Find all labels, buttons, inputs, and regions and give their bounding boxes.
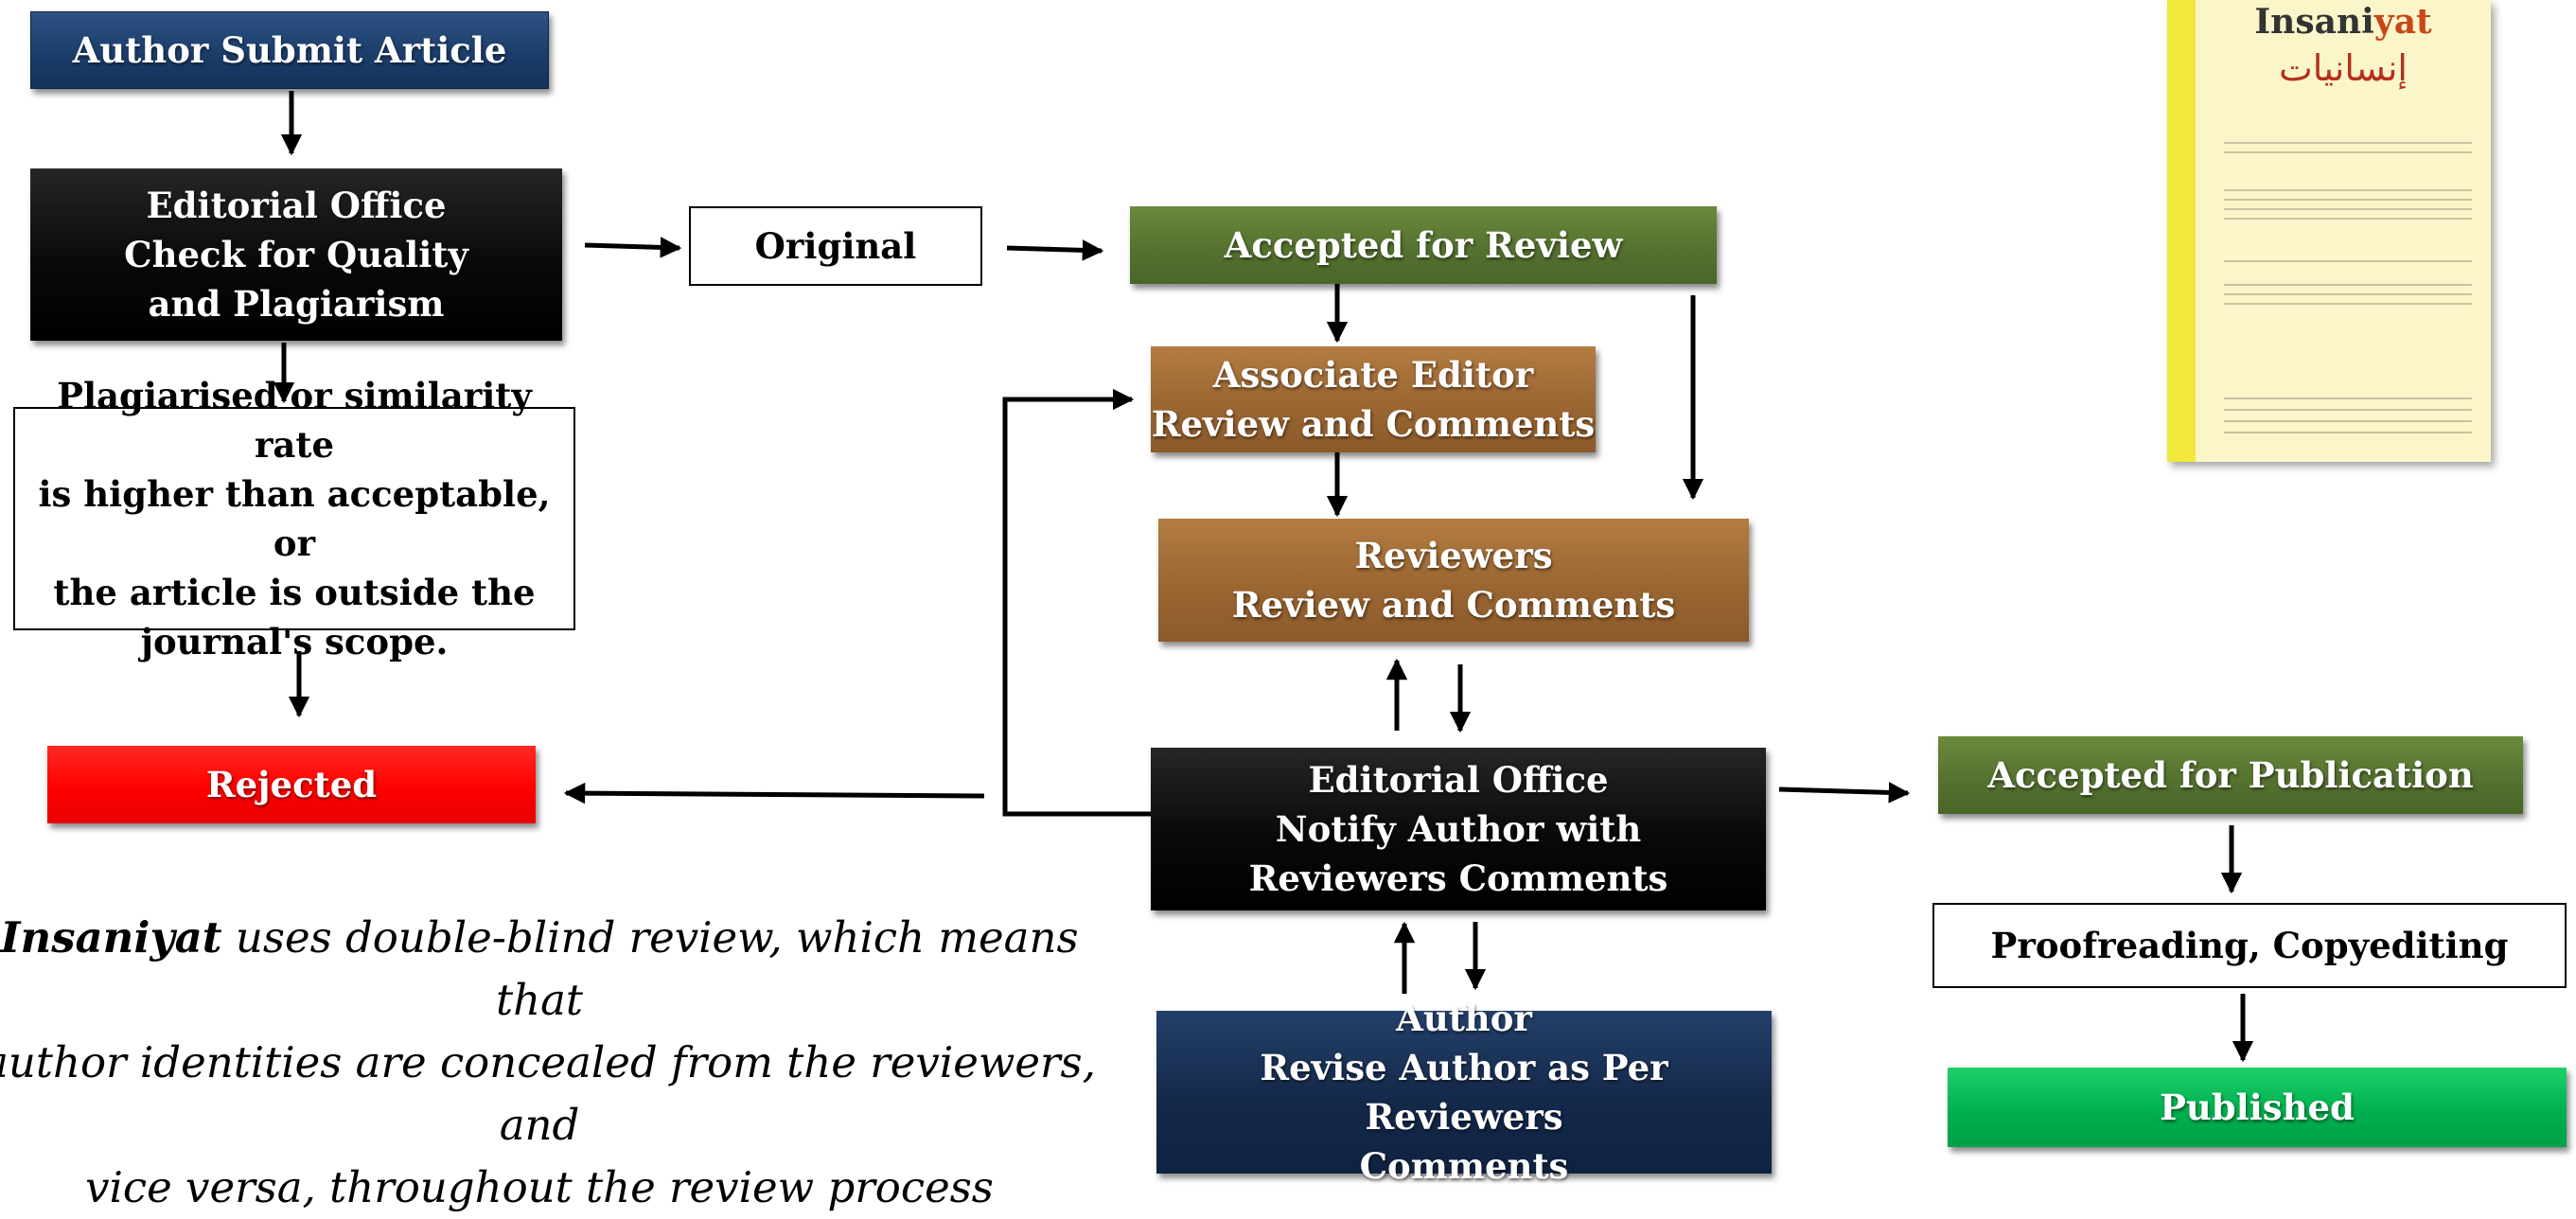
cover-text-line xyxy=(2224,432,2472,433)
node-accepted-review: Accepted for Review xyxy=(1130,206,1717,284)
journal-name: Insaniyat xyxy=(0,912,222,963)
node-editorial-notify: Editorial Office Notify Author with Revi… xyxy=(1151,748,1766,910)
node-proofreading: Proofreading, Copyediting xyxy=(1932,903,2567,988)
arrow-check-to-original xyxy=(584,237,682,258)
node-published: Published xyxy=(1948,1068,2567,1147)
arrow-notify-to-publication xyxy=(1778,782,1911,804)
cover-text-line xyxy=(2224,284,2472,286)
node-author-submit: Author Submit Article xyxy=(30,11,549,89)
node-author-submit-label: Author Submit Article xyxy=(72,29,507,71)
node-accepted-review-label: Accepted for Review xyxy=(1224,224,1623,266)
node-associate-editor: Associate Editor Review and Comments xyxy=(1151,346,1596,452)
cover-text-line xyxy=(2224,189,2472,191)
journal-cover-image: Insaniyat إنسانيات xyxy=(2167,0,2491,462)
arrow-original-to-accepted xyxy=(1006,239,1104,261)
cover-spine-stripe xyxy=(2167,0,2196,462)
review-policy-note: Insaniyat uses double-blind review, whic… xyxy=(0,907,1098,1219)
cover-arabic-title: إنسانيات xyxy=(2278,47,2408,89)
node-plagiarised: Plagiarised or similarity rate is higher… xyxy=(13,375,575,662)
node-original-label: Original xyxy=(754,225,917,267)
cover-text-line xyxy=(2224,293,2472,295)
node-proofreading-label: Proofreading, Copyediting xyxy=(1990,925,2509,966)
cover-text-line xyxy=(2224,260,2472,262)
node-author-revise-label: Author Revise Author as Per Reviewers Co… xyxy=(1260,998,1668,1187)
node-editorial-check: Editorial Office Check for Quality and P… xyxy=(30,168,562,341)
cover-text-line xyxy=(2224,208,2472,210)
node-author-revise: Author Revise Author as Per Reviewers Co… xyxy=(1156,998,1772,1187)
node-published-label: Published xyxy=(2160,1086,2355,1128)
cover-title: Insaniyat xyxy=(2196,2,2491,42)
node-plagiarised-label: Plagiarised or similarity rate is higher… xyxy=(38,375,551,662)
node-reviewers-label: Reviewers Review and Comments xyxy=(1231,535,1676,626)
cover-text-line xyxy=(2224,199,2472,201)
node-associate-editor-label: Associate Editor Review and Comments xyxy=(1151,354,1596,445)
node-editorial-check-label: Editorial Office Check for Quality and P… xyxy=(124,185,468,325)
cover-title-main: Insani xyxy=(2254,2,2374,42)
flow-arrows xyxy=(273,91,2254,1063)
node-editorial-notify-label: Editorial Office Notify Author with Revi… xyxy=(1248,759,1668,899)
arrow-loop-to-associate xyxy=(1002,388,1151,817)
node-accepted-publication-label: Accepted for Publication xyxy=(1987,754,2474,796)
node-rejected-label: Rejected xyxy=(205,764,378,805)
node-accepted-publication: Accepted for Publication xyxy=(1938,736,2523,814)
cover-text-line xyxy=(2224,398,2472,399)
arrow-to-rejected xyxy=(563,782,985,804)
cover-text-line xyxy=(2224,303,2472,305)
cover-text-line xyxy=(2224,420,2472,422)
node-rejected: Rejected xyxy=(47,746,536,823)
cover-text-line xyxy=(2224,409,2472,411)
node-original: Original xyxy=(689,206,982,286)
cover-title-accent: yat xyxy=(2373,2,2432,42)
cover-text-line xyxy=(2224,151,2472,153)
node-reviewers: Reviewers Review and Comments xyxy=(1158,519,1749,642)
cover-text-line xyxy=(2224,218,2472,220)
cover-text-line xyxy=(2224,142,2472,144)
